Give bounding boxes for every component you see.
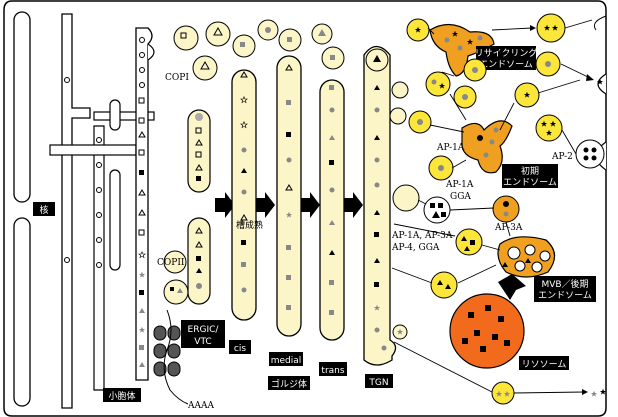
cis-cisterna: 槽成熟 cis bbox=[229, 34, 263, 354]
plasma-membrane-pits bbox=[575, 15, 607, 397]
nucleus-label-box bbox=[33, 202, 55, 216]
er-label-box bbox=[103, 388, 141, 402]
tgn-label-box bbox=[365, 374, 393, 388]
trans-cisterna: trans bbox=[311, 23, 347, 376]
adaptor-labels: AP-1A AP-1A GGA AP-2 AP-3A AP-1A, AP-3A … bbox=[391, 143, 573, 253]
ap3a-label: AP-3A bbox=[494, 223, 523, 233]
medial-cisterna: medial ゴルジ体 bbox=[257, 19, 310, 390]
lysosome-label: リソソーム bbox=[522, 359, 567, 370]
medial-label-box bbox=[269, 352, 303, 366]
maturation-label: 槽成熟 bbox=[236, 219, 263, 231]
ergic-vtc: ERGIC/ VTC bbox=[181, 109, 225, 348]
ap1a-mid-label: AP-1A bbox=[445, 180, 474, 190]
copi-label: COPI bbox=[165, 73, 189, 83]
mvb-to-lysosome-arrow bbox=[498, 274, 526, 300]
ap1a-top-label: AP-1A bbox=[436, 143, 465, 153]
recycling-label-box bbox=[476, 46, 536, 70]
endoplasmic-reticulum: 小胞体 bbox=[49, 13, 155, 409]
golgi-label: ゴルジ体 bbox=[271, 378, 307, 390]
maturation-arrows bbox=[215, 192, 363, 218]
ribosomes: AAAA bbox=[153, 309, 214, 411]
tgn-adaptors-line2: AP-4, GGA bbox=[391, 243, 440, 253]
early-endosome: 初期 エンドソーム bbox=[461, 120, 558, 188]
er-label: 小胞体 bbox=[108, 390, 135, 402]
lysosome-label-box bbox=[519, 356, 569, 370]
recycling-label-line2: エンドソーム bbox=[479, 59, 533, 70]
pathway-arrows bbox=[391, 19, 594, 395]
mvb-label-box bbox=[534, 276, 596, 302]
early-label-box bbox=[502, 164, 558, 188]
mvb-label-line2: エンドソーム bbox=[538, 290, 592, 301]
copii-vesicles: COPII bbox=[157, 250, 189, 305]
copi-vesicles: COPI bbox=[165, 21, 231, 83]
recycling-endosome: リサイクリング エンドソーム bbox=[429, 23, 537, 77]
cis-label: cis bbox=[234, 344, 246, 354]
ergic-label-line1: ERGIC/ bbox=[188, 325, 220, 335]
nucleus: 核 bbox=[13, 11, 55, 407]
ap2-label: AP-2 bbox=[551, 152, 573, 162]
trans-label: trans bbox=[321, 366, 344, 376]
ergic-label-line2: VTC bbox=[194, 337, 211, 347]
tgn-label: TGN bbox=[368, 378, 388, 388]
nucleus-label: 核 bbox=[39, 204, 48, 216]
copii-label: COPII bbox=[157, 258, 185, 268]
mvb-late-endosome: MVB／後期 エンドソーム bbox=[497, 236, 596, 302]
early-label-line2: エンドソーム bbox=[503, 177, 557, 188]
tgn-cargo-vesicle bbox=[423, 196, 451, 224]
ergic-label-box bbox=[181, 320, 225, 348]
medial-label: medial bbox=[271, 356, 302, 366]
early-label-line1: 初期 bbox=[521, 165, 539, 177]
mvb-label-line1: MVB／後期 bbox=[541, 278, 588, 290]
transport-vesicles bbox=[406, 13, 566, 405]
gga-label: GGA bbox=[450, 192, 471, 202]
tgn-adaptors-line1: AP-1A, AP-3A bbox=[391, 231, 453, 241]
golgi-label-box bbox=[268, 376, 310, 390]
cell-membrane bbox=[3, 0, 607, 417]
lysosome: リソソーム bbox=[449, 293, 569, 370]
tgn: TGN bbox=[363, 45, 420, 388]
trans-label-box bbox=[319, 362, 347, 376]
cis-label-box bbox=[229, 340, 251, 354]
aaaa-label: AAAA bbox=[187, 401, 214, 411]
